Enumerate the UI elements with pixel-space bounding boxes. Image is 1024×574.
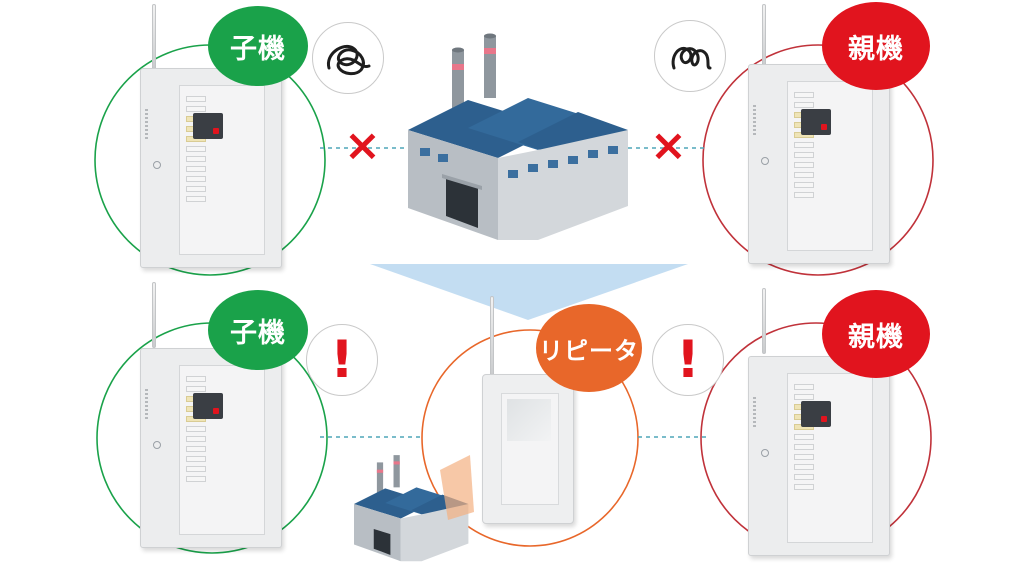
signal-wedge <box>440 455 474 520</box>
scribble-icon <box>326 45 371 76</box>
parent-label-bottom: 親機 <box>822 290 930 378</box>
bubble-bottom-left: ! <box>306 324 378 396</box>
cross-icon-right: × <box>650 120 687 171</box>
factory-icon-small <box>354 455 469 562</box>
child-device-top <box>140 68 282 268</box>
transition-arrow <box>370 264 688 320</box>
antenna-parent-top <box>762 4 766 70</box>
factory-icon <box>408 33 628 240</box>
repeater-label: リピータ <box>536 304 642 392</box>
antenna-child-bottom <box>152 282 156 348</box>
child-label-top: 子機 <box>208 6 308 86</box>
antenna-parent-bottom <box>762 288 766 354</box>
child-device-bottom <box>140 348 282 548</box>
child-label-bottom: 子機 <box>208 290 308 370</box>
repeater-device <box>482 374 574 524</box>
exclamation-icon: ! <box>330 330 354 390</box>
parent-range-circle-top <box>702 44 934 276</box>
cross-icon-left: × <box>344 120 381 171</box>
bubble-bottom-right: ! <box>652 324 724 396</box>
parent-device-bottom <box>748 356 890 556</box>
parent-label-top: 親機 <box>822 2 930 90</box>
bubble-top-right <box>654 20 726 92</box>
parent-device-top <box>748 64 890 264</box>
exclamation-icon: ! <box>676 330 700 390</box>
scribble-icon <box>671 47 712 70</box>
antenna-repeater <box>490 296 494 378</box>
repeater-range-circle <box>421 329 639 547</box>
bubble-top-left <box>312 22 384 94</box>
antenna-child-top <box>152 4 156 70</box>
